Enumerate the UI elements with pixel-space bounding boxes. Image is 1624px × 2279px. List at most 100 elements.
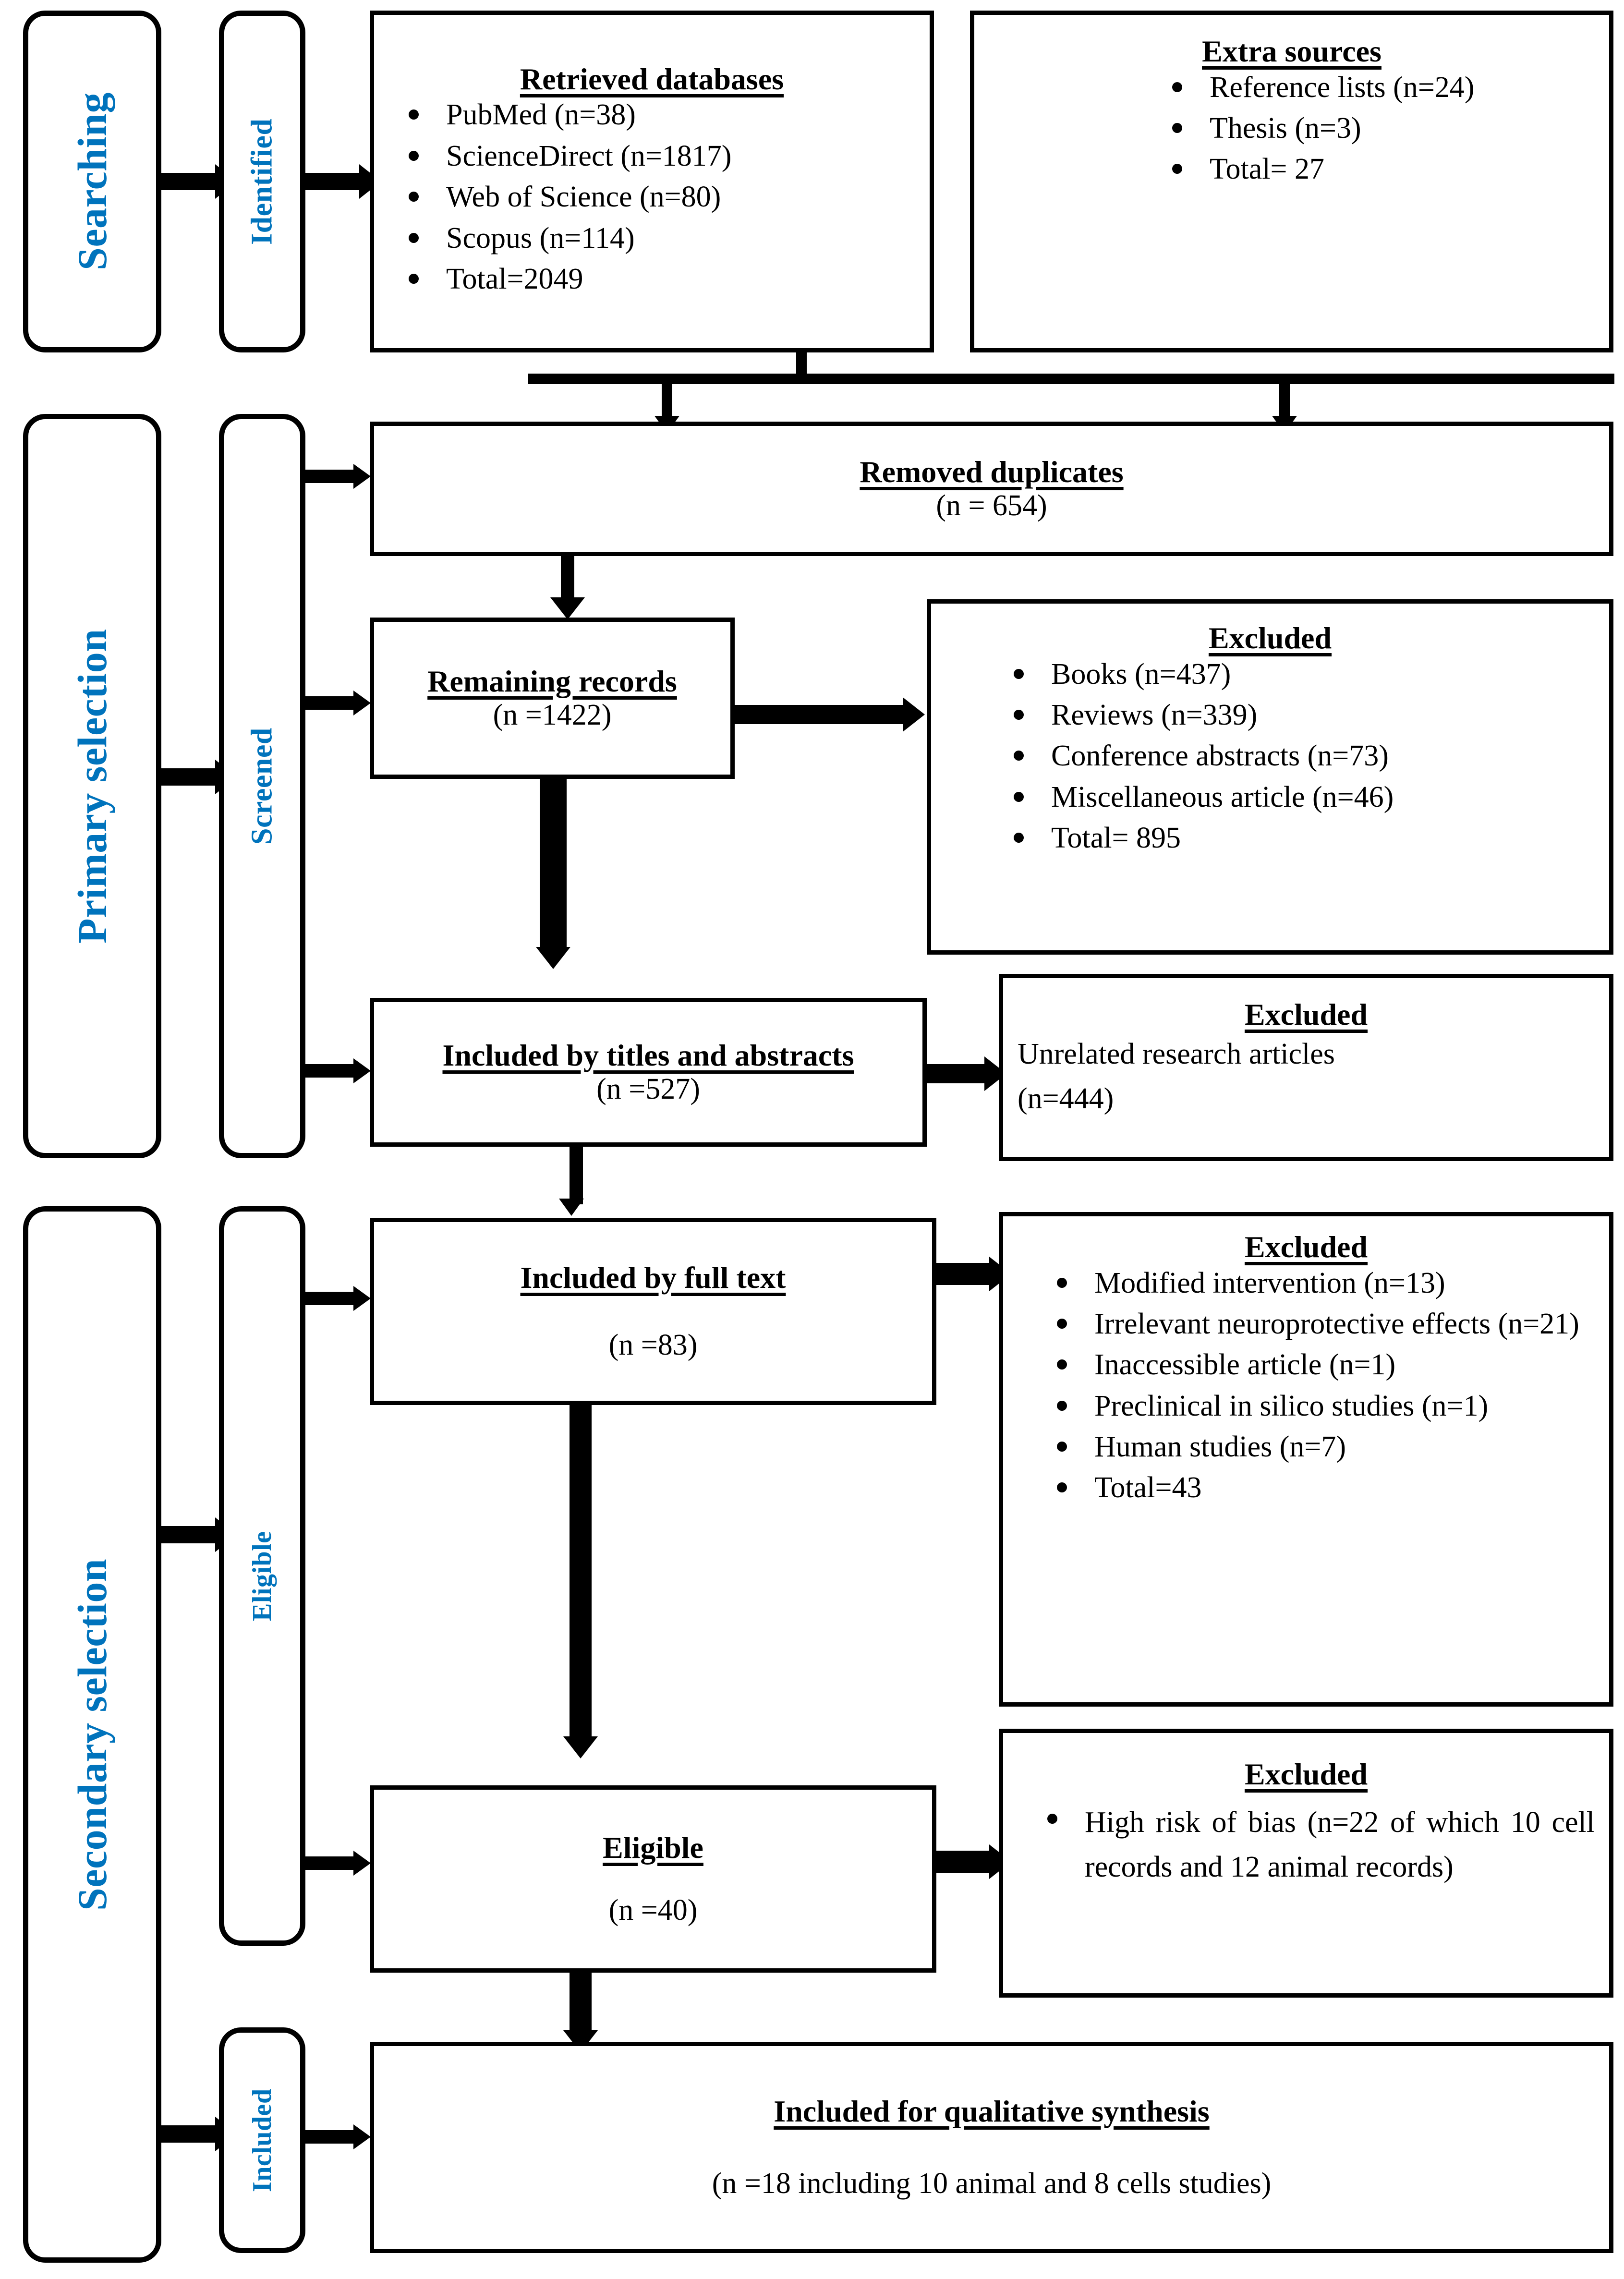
connector-screened-titles-line — [305, 1064, 353, 1078]
list-item: Inaccessible article (n=1) — [1057, 1346, 1609, 1384]
connector-remaining-titles-arrow — [536, 947, 570, 969]
qualitative-synthesis-title: Included for qualitative synthesis — [774, 2094, 1210, 2128]
connector-titles-fulltext-line — [570, 1147, 583, 1204]
connector-eligible-synthesis-line — [570, 1973, 592, 2035]
connector-top-merge-bar — [528, 374, 1614, 384]
list-item: Total= 895 — [1014, 819, 1609, 857]
connector-eligiblestage-fulltext-arrow — [353, 1286, 371, 1311]
list-item: High risk of bias (n=22 of which 10 cell… — [1047, 1800, 1609, 1890]
connector-eligible-bias-line — [936, 1851, 989, 1873]
excluded-full-text-list: Modified intervention (n=13) Irrelevant … — [1003, 1264, 1609, 1510]
excluded-bias-list: High risk of bias (n=22 of which 10 cell… — [1003, 1792, 1609, 1892]
connector-duplicates-remaining-arrow — [550, 597, 585, 619]
box-excluded-screening: Excluded Books (n=437) Reviews (n=339) C… — [927, 599, 1613, 955]
remaining-records-count: (n =1422) — [493, 699, 612, 732]
included-titles-abstracts-count: (n =527) — [596, 1073, 700, 1106]
retrieved-databases-list: PubMed (n=38) ScienceDirect (n=1817) Web… — [374, 96, 930, 301]
list-item: ScienceDirect (n=1817) — [409, 137, 930, 175]
connector-identified-databases-line — [305, 173, 359, 190]
connector-includedstage-synthesis-arrow — [353, 2124, 371, 2149]
included-full-text-title: Included by full text — [520, 1260, 786, 1295]
stage-eligible: Eligible — [219, 1206, 305, 1946]
included-titles-abstracts-title: Included by titles and abstracts — [442, 1038, 854, 1072]
extra-sources-list: Reference lists (n=24) Thesis (n=3) Tota… — [974, 69, 1609, 192]
box-qualitative-synthesis: Included for qualitative synthesis (n =1… — [370, 2042, 1613, 2253]
connector-screened-remaining-line — [305, 696, 353, 710]
connector-to-duplicates-left-line — [662, 374, 672, 422]
removed-duplicates-count: (n = 654) — [936, 489, 1047, 522]
stage-included-label: Included — [247, 2088, 277, 2192]
box-removed-duplicates: Removed duplicates (n = 654) — [370, 422, 1613, 556]
extra-sources-title: Extra sources — [1202, 34, 1382, 68]
connector-screened-remaining-arrow — [353, 691, 371, 715]
stage-identified-label: Identified — [245, 118, 279, 245]
list-item: Total=2049 — [409, 260, 930, 298]
excluded-unrelated-title: Excluded — [1244, 997, 1368, 1031]
list-item: Total= 27 — [1172, 150, 1609, 188]
connector-fulltext-eligible-arrow — [563, 1736, 598, 1758]
excluded-unrelated-line1: Unrelated research articles — [1018, 1037, 1335, 1070]
connector-secondary-included-line — [161, 2125, 215, 2143]
qualitative-synthesis-count: (n =18 including 10 animal and 8 cells s… — [712, 2167, 1272, 2200]
excluded-bias-title: Excluded — [1244, 1757, 1368, 1791]
list-item: Human studies (n=7) — [1057, 1428, 1609, 1466]
connector-remaining-excluded-line — [735, 705, 903, 724]
list-item: Scopus (n=114) — [409, 219, 930, 257]
included-full-text-count: (n =83) — [608, 1329, 698, 1362]
retrieved-databases-title: Retrieved databases — [520, 61, 784, 96]
list-item: Modified intervention (n=13) — [1057, 1264, 1609, 1302]
connector-screened-titles-arrow — [353, 1058, 371, 1083]
stage-screened-label: Screened — [245, 727, 279, 845]
eligible-count: (n =40) — [608, 1894, 698, 1927]
box-included-titles-abstracts: Included by titles and abstracts (n =527… — [370, 998, 927, 1147]
stage-primary-selection-label: Primary selection — [69, 629, 115, 944]
box-remaining-records: Remaining records (n =1422) — [370, 618, 735, 779]
box-retrieved-databases: Retrieved databases PubMed (n=38) Scienc… — [370, 11, 934, 352]
connector-fulltext-eligible-line — [570, 1405, 592, 1741]
list-item: Web of Science (n=80) — [409, 178, 930, 216]
connector-titles-unrelated-line — [927, 1064, 984, 1083]
box-excluded-unrelated: Excluded Unrelated research articles (n=… — [999, 974, 1613, 1161]
stage-eligible-label: Eligible — [247, 1531, 277, 1621]
list-item: Thesis (n=3) — [1172, 109, 1609, 147]
list-item: Total=43 — [1057, 1469, 1609, 1507]
stage-included: Included — [219, 2027, 305, 2253]
list-item: Reference lists (n=24) — [1172, 69, 1609, 107]
remaining-records-title: Remaining records — [427, 664, 677, 698]
connector-screened-duplicates-arrow — [353, 464, 371, 489]
connector-secondary-eligible-line — [161, 1526, 215, 1543]
stage-searching: Searching — [23, 11, 161, 352]
eligible-title: Eligible — [603, 1830, 703, 1865]
stage-searching-label: Searching — [69, 92, 115, 271]
stage-identified: Identified — [219, 11, 305, 352]
list-item: Reviews (n=339) — [1014, 696, 1609, 734]
connector-fulltext-excluded-line — [936, 1263, 989, 1285]
list-item: Irrelevant neuroprotective effects (n=21… — [1057, 1305, 1609, 1343]
removed-duplicates-title: Removed duplicates — [860, 454, 1124, 489]
stage-secondary-selection-label: Secondary selection — [69, 1558, 115, 1911]
connector-titles-fulltext-arrow — [559, 1199, 584, 1216]
list-item: Conference abstracts (n=73) — [1014, 737, 1609, 775]
box-excluded-bias: Excluded High risk of bias (n=22 of whic… — [999, 1729, 1613, 1998]
connector-to-duplicates-right-line — [1279, 374, 1290, 422]
excluded-unrelated-line2: (n=444) — [1018, 1082, 1114, 1115]
stage-screened: Screened — [219, 414, 305, 1158]
list-item: PubMed (n=38) — [409, 96, 930, 134]
excluded-screening-title: Excluded — [1208, 621, 1332, 655]
box-eligible: Eligible (n =40) — [370, 1785, 936, 1973]
box-extra-sources: Extra sources Reference lists (n=24) The… — [970, 11, 1613, 352]
stage-secondary-selection: Secondary selection — [23, 1206, 161, 2263]
stage-primary-selection: Primary selection — [23, 414, 161, 1158]
connector-remaining-titles-line — [540, 779, 567, 952]
connector-primary-screened-line — [161, 768, 215, 786]
connector-screened-duplicates-line — [305, 470, 353, 483]
connector-eligiblestage-eligible-line — [305, 1856, 353, 1870]
list-item: Preclinical in silico studies (n=1) — [1057, 1387, 1609, 1425]
excluded-full-text-title: Excluded — [1244, 1230, 1368, 1264]
box-included-full-text: Included by full text (n =83) — [370, 1218, 936, 1405]
connector-duplicates-remaining-line — [561, 556, 574, 604]
list-item: Miscellaneous article (n=46) — [1014, 778, 1609, 816]
connector-includedstage-synthesis-line — [305, 2130, 353, 2144]
list-item: Books (n=437) — [1014, 655, 1609, 693]
